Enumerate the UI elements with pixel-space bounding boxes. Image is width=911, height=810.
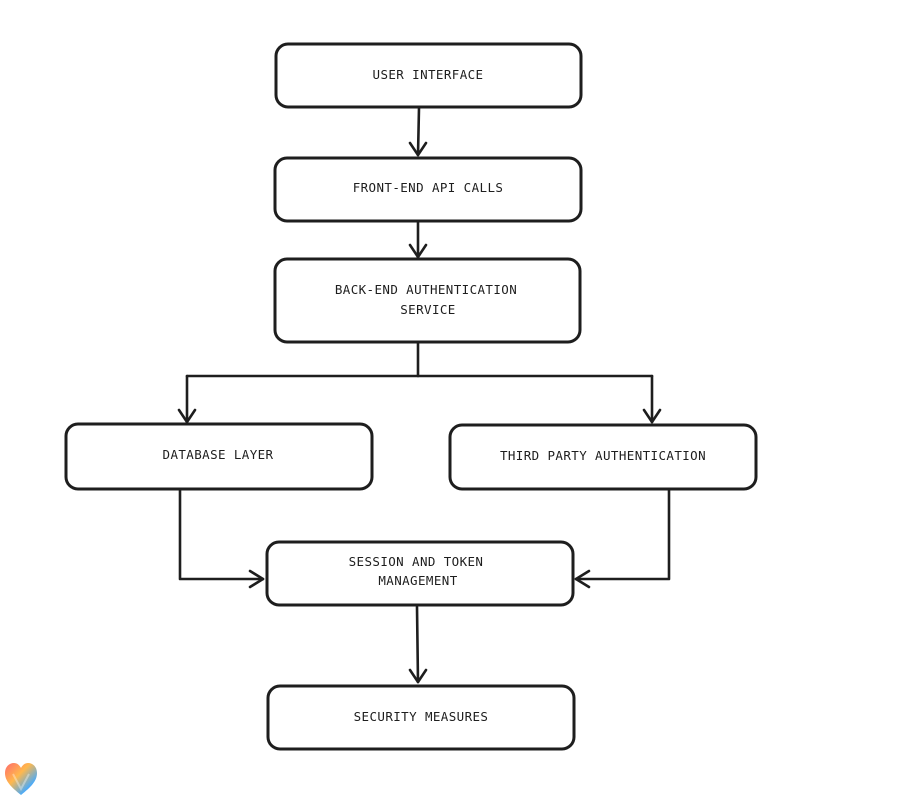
node-front-end-api-calls: FRONT-END API CALLS	[273, 156, 583, 223]
edge-third-party-to-session	[574, 488, 671, 589]
edge-back-end-to-database	[177, 374, 197, 424]
node-user-interface-label: USER INTERFACE	[373, 67, 484, 82]
node-security-measures-label: SECURITY MEASURES	[354, 709, 489, 724]
node-back-end-auth-label-line2: SERVICE	[400, 302, 455, 317]
node-front-end-api-calls-label: FRONT-END API CALLS	[353, 180, 504, 195]
node-third-party-authentication-label: THIRD PARTY AUTHENTICATION	[500, 448, 706, 463]
node-session-token-label-line1: SESSION AND TOKEN	[349, 554, 484, 569]
edge-back-end-to-third-party	[642, 374, 662, 424]
node-user-interface: USER INTERFACE	[274, 42, 583, 109]
edge-database-to-session	[178, 488, 265, 589]
edge-user-interface-to-front-end	[408, 106, 428, 157]
edge-back-end-to-branches	[185, 340, 654, 378]
node-session-and-token-management: SESSION AND TOKEN MANAGEMENT	[265, 540, 575, 607]
edge-session-to-security	[408, 605, 428, 684]
heart-logo-icon	[5, 763, 37, 795]
node-database-layer: DATABASE LAYER	[64, 422, 374, 491]
node-security-measures: SECURITY MEASURES	[266, 684, 576, 751]
node-back-end-authentication-service: BACK-END AUTHENTICATION SERVICE	[273, 257, 582, 344]
node-third-party-authentication: THIRD PARTY AUTHENTICATION	[448, 423, 758, 491]
node-session-token-label-line2: MANAGEMENT	[378, 573, 457, 588]
edge-front-end-to-back-end	[408, 220, 428, 259]
node-database-layer-label: DATABASE LAYER	[163, 447, 274, 462]
node-back-end-auth-label-line1: BACK-END AUTHENTICATION	[335, 282, 517, 297]
